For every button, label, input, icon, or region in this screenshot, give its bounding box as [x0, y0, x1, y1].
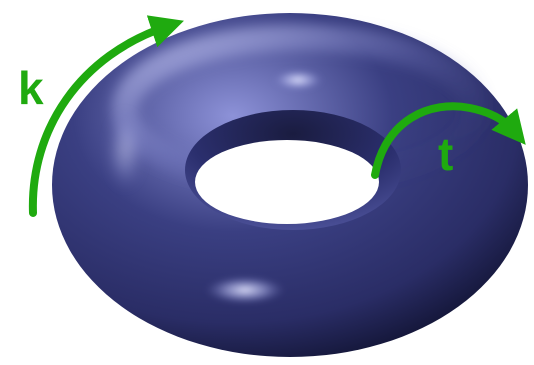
torus-hole	[195, 140, 379, 224]
torus	[52, 13, 528, 357]
k-label: k	[18, 62, 44, 114]
t-label: t	[438, 128, 453, 180]
torus-highlight-left	[107, 110, 143, 190]
torus-highlight-top	[272, 69, 324, 91]
torus-highlight-bottom	[205, 276, 285, 304]
